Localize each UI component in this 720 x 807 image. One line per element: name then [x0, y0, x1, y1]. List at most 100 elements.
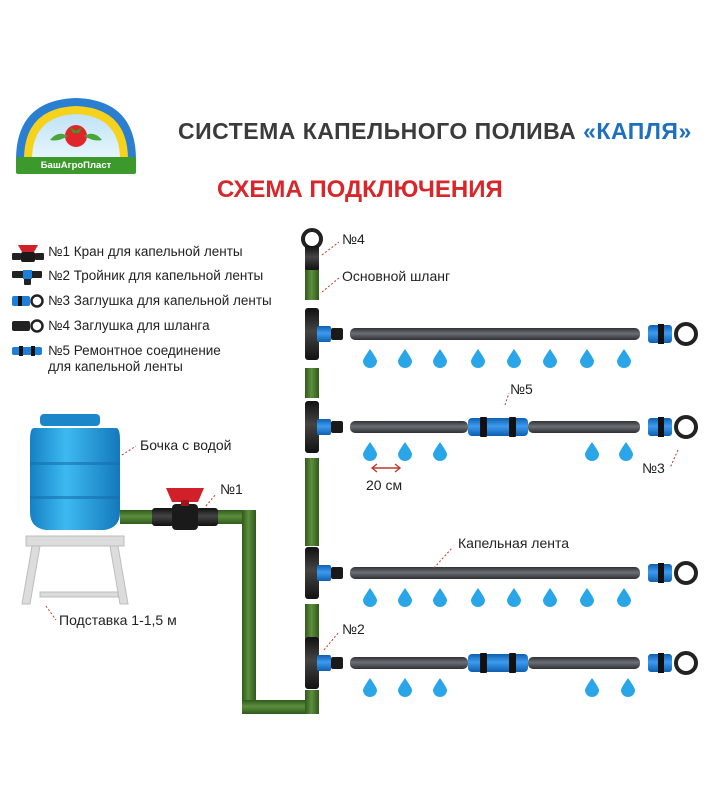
water-drop-icon	[398, 588, 412, 607]
logo-text: БашАгроПласт	[40, 160, 112, 171]
connector-body	[468, 418, 528, 436]
legend-item-tape-plug: №3 Заглушка для капельной ленты	[10, 293, 272, 311]
tee-collar	[317, 565, 331, 581]
water-drop-icon	[398, 442, 412, 461]
valve-icon	[152, 488, 218, 530]
water-drop-icon	[617, 588, 631, 607]
water-drop-icon	[543, 588, 557, 607]
legend-label: №4 Заглушка для шланга	[48, 318, 210, 333]
tape-plug-icon	[648, 651, 698, 675]
tee-icon	[305, 547, 319, 599]
water-drop-icon	[543, 349, 557, 368]
drip-row	[305, 308, 698, 360]
hose-plug-icon	[12, 319, 44, 333]
tee-icon	[305, 308, 319, 360]
title-brand: «КАПЛЯ»	[583, 118, 692, 144]
tee-collar	[317, 326, 331, 342]
legend-label: №2 Тройник для капельной ленты	[48, 268, 264, 283]
label-spacing: 20 см	[366, 477, 403, 493]
tape-plug-icon	[12, 294, 44, 308]
legend-item-hose-plug: №4 Заглушка для шланга	[10, 318, 210, 336]
drip-row	[305, 401, 698, 453]
connector-nut	[509, 417, 516, 437]
water-drop-icon	[433, 442, 447, 461]
drip-rows	[305, 308, 698, 689]
repair-connector-icon	[468, 417, 528, 437]
connector-nut	[509, 653, 516, 673]
plug-ring	[674, 415, 698, 439]
tee-icon	[305, 401, 319, 453]
plug-ring	[674, 322, 698, 346]
tee-icon	[305, 637, 319, 689]
main-hose	[120, 268, 319, 714]
legend-label: №3 Заглушка для капельной ленты	[48, 293, 272, 308]
repair-connector-icon	[468, 653, 528, 673]
drip-tape	[350, 328, 640, 340]
page-title: СИСТЕМА КАПЕЛЬНОГО ПОЛИВА «КАПЛЯ»	[178, 118, 692, 145]
tomato-icon	[65, 125, 87, 147]
label-n5: №5	[510, 381, 533, 397]
logo-banner	[16, 157, 136, 174]
drip-tape	[528, 657, 640, 669]
water-drop-icon	[580, 349, 594, 368]
title-main: СИСТЕМА КАПЕЛЬНОГО ПОЛИВА	[178, 118, 584, 144]
tee-nut	[331, 657, 343, 669]
tape-plug-icon	[648, 415, 698, 439]
water-drop-icon	[433, 588, 447, 607]
page-subtitle: СХЕМА ПОДКЛЮЧЕНИЯ	[217, 176, 503, 203]
connector-nut	[480, 653, 487, 673]
leaf-icon	[50, 133, 68, 141]
water-drop-icon	[363, 678, 377, 697]
connector-nut	[480, 417, 487, 437]
repair-connector-icon	[12, 346, 42, 356]
water-drop-icon	[585, 678, 599, 697]
plug-ring	[674, 561, 698, 585]
label-n3: №3	[642, 460, 665, 476]
valve-icon	[12, 245, 44, 262]
water-drop-icon	[471, 349, 485, 368]
water-drop-icon	[398, 349, 412, 368]
legend-item-tee: №2 Тройник для капельной ленты	[10, 268, 263, 286]
drip-row	[305, 637, 698, 689]
plug-nut	[658, 563, 664, 583]
hose-plug-icon	[301, 228, 323, 270]
legend-label: №1 Кран для капельной ленты	[48, 244, 243, 259]
tape-plug-icon	[648, 322, 698, 346]
plug-ring	[674, 651, 698, 675]
leaf-icon	[84, 133, 102, 141]
water-drop-icon	[580, 588, 594, 607]
water-drops	[363, 349, 635, 697]
water-drop-icon	[363, 349, 377, 368]
water-drop-icon	[433, 678, 447, 697]
label-barrel: Бочка с водой	[140, 437, 232, 453]
leader-lines	[45, 241, 679, 651]
tee-icon	[12, 270, 42, 285]
water-barrel	[30, 414, 120, 530]
label-n2: №2	[342, 621, 365, 637]
label-drip-tape: Капельная лента	[458, 535, 570, 551]
label-stand: Подставка 1-1,5 м	[59, 612, 177, 628]
tee-nut	[331, 421, 343, 433]
legend-item-valve: №1 Кран для капельной ленты	[10, 244, 243, 262]
label-n1: №1	[220, 481, 243, 497]
plug-nut	[658, 417, 664, 437]
tee-collar	[317, 655, 331, 671]
water-drop-icon	[398, 678, 412, 697]
water-drop-icon	[617, 349, 631, 368]
connector-body	[468, 654, 528, 672]
drip-row	[305, 547, 698, 599]
water-drop-icon	[471, 588, 485, 607]
plug-nut	[658, 324, 664, 344]
drip-tape	[350, 657, 468, 669]
water-drop-icon	[619, 442, 633, 461]
spacing-arrow	[370, 463, 402, 473]
water-drop-icon	[363, 442, 377, 461]
drip-tape	[350, 567, 640, 579]
tee-nut	[331, 567, 343, 579]
drip-tape	[528, 421, 640, 433]
barrel-stand	[21, 535, 129, 605]
